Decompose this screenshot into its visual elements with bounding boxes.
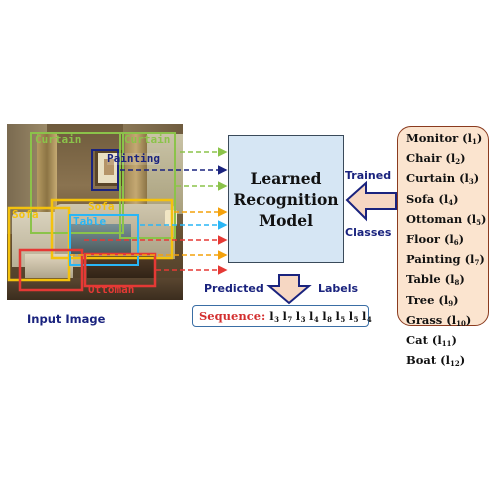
table-box bbox=[69, 214, 139, 266]
classes-label: Classes bbox=[345, 226, 392, 239]
table-label: Table bbox=[73, 215, 107, 228]
sequence-token: l3 bbox=[269, 308, 280, 324]
class-name: Ottoman bbox=[406, 211, 463, 226]
class-name: Cat bbox=[406, 333, 428, 348]
class-id: 7 bbox=[474, 258, 480, 268]
class-name: Painting bbox=[406, 252, 461, 267]
class-item: Curtain (l3) bbox=[406, 171, 480, 187]
sofa-left-label: Sofa bbox=[12, 208, 39, 221]
curtain-right-label: Curtain bbox=[124, 133, 171, 146]
class-id: 2 bbox=[455, 157, 461, 167]
input-image-caption: Input Image bbox=[27, 312, 106, 326]
class-name: Boat bbox=[406, 353, 437, 368]
sequence-token: l4 bbox=[362, 308, 373, 324]
painting-label: Painting bbox=[107, 152, 160, 165]
labels-label: Labels bbox=[318, 282, 359, 295]
class-item: Sofa (l4) bbox=[406, 191, 459, 207]
class-id: 10 bbox=[456, 318, 466, 328]
class-item: Chair (l2) bbox=[406, 151, 466, 167]
class-item: Table (l8) bbox=[406, 272, 465, 288]
class-item: Floor (l6) bbox=[406, 232, 465, 248]
class-name: Grass bbox=[406, 312, 443, 327]
sofa-right-box bbox=[50, 198, 174, 260]
predicted-labels-arrow bbox=[266, 274, 312, 305]
ottoman-label: Ottoman bbox=[88, 283, 135, 296]
class-name: Curtain bbox=[406, 171, 456, 186]
class-item: Painting (l7) bbox=[406, 252, 485, 268]
sequence-label: Sequence: bbox=[199, 309, 266, 323]
class-item: Grass (l10) bbox=[406, 312, 472, 328]
painting-box bbox=[91, 149, 119, 191]
class-name: Table bbox=[406, 272, 441, 287]
class-name: Tree bbox=[406, 292, 435, 307]
sequence-token: l4 bbox=[309, 308, 320, 324]
class-item: Ottoman (l5) bbox=[406, 211, 487, 227]
class-id: 5 bbox=[476, 217, 481, 227]
sequence-token: l5 bbox=[335, 308, 346, 324]
class-id: 1 bbox=[472, 137, 477, 146]
class-id: 3 bbox=[468, 177, 474, 187]
class-name: Floor bbox=[406, 232, 440, 247]
ottoman-left-box bbox=[18, 248, 84, 292]
ottoman-right-box bbox=[83, 252, 157, 288]
class-item: Boat (l12) bbox=[406, 353, 466, 369]
class-id: 9 bbox=[448, 298, 454, 308]
class-id: 11 bbox=[441, 339, 452, 349]
predicted-label: Predicted bbox=[204, 282, 264, 295]
sequence-token: l5 bbox=[348, 308, 360, 324]
class-name: Monitor bbox=[406, 131, 459, 145]
class-name: Chair bbox=[406, 151, 442, 166]
class-item: Cat (l11) bbox=[406, 333, 457, 349]
curtain-left-label: Curtain bbox=[35, 133, 82, 146]
learned-recognition-model: Learned Recognition Model bbox=[228, 135, 344, 263]
class-name: Sofa bbox=[406, 191, 435, 206]
trained-classes-list: Monitor (l1) Chair (l2) Curtain (l3) Sofa (… bbox=[397, 126, 489, 368]
class-item: Monitor (l1) bbox=[406, 131, 483, 146]
trained-label: Trained bbox=[345, 169, 392, 182]
curtain-left-box bbox=[30, 132, 124, 234]
class-id: 8 bbox=[454, 278, 460, 288]
model-label: Learned Recognition Model bbox=[233, 168, 339, 230]
sequence-token: l7 bbox=[282, 308, 293, 324]
trained-classes-arrow bbox=[345, 180, 397, 222]
sequence-token: l3 bbox=[295, 308, 307, 324]
class-id: 6 bbox=[453, 238, 459, 248]
sofa-right-label: Sofa bbox=[88, 200, 115, 213]
curtain-right-box bbox=[119, 132, 176, 239]
class-id: 12 bbox=[449, 359, 460, 369]
class-item: Tree (l9) bbox=[406, 292, 459, 308]
sequence-token: l8 bbox=[322, 308, 333, 324]
class-id: 4 bbox=[448, 197, 454, 207]
